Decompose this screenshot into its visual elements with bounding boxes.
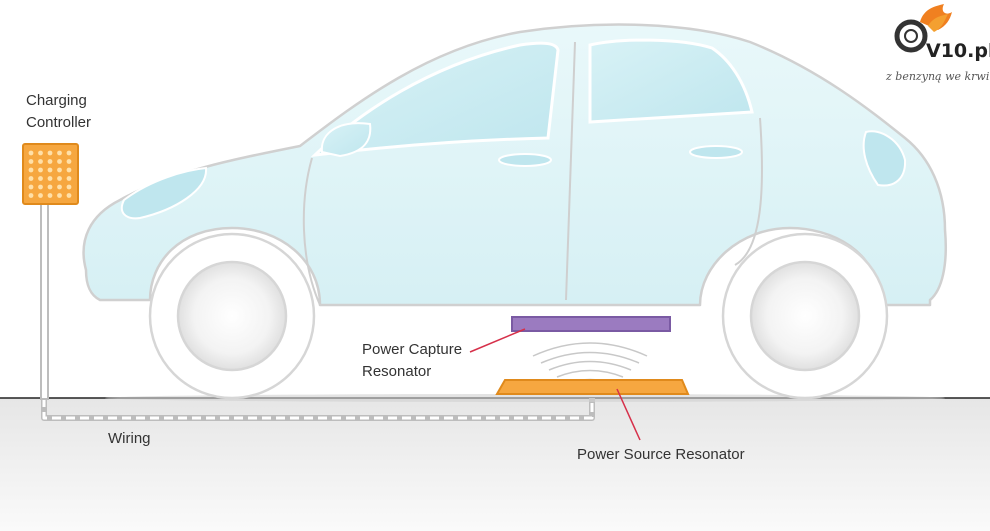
controller-led-dot [57, 150, 62, 156]
controller-led-dot [28, 150, 34, 156]
controller-led-dot [66, 167, 72, 173]
car [82, 23, 947, 402]
controller-led-dot [28, 193, 34, 198]
controller-led-dot [28, 167, 34, 173]
controller-led-dot [38, 167, 43, 173]
controller-led-dot [38, 193, 43, 198]
controller-led-dot [57, 193, 62, 198]
controller-led-dot [47, 159, 53, 164]
rear-door-handle [689, 145, 743, 159]
controller-led-dot [66, 159, 72, 164]
rear-window [588, 38, 754, 124]
rear-wheel [721, 232, 889, 400]
controller-led-dot [47, 167, 53, 173]
controller-led-dot [38, 150, 43, 156]
charging-controller-label-line1: Charging [26, 92, 87, 109]
controller-led-dot [47, 193, 53, 198]
power-capture-resonator [511, 316, 671, 332]
controller-led-dot [66, 184, 72, 190]
controller-led-dot [47, 150, 53, 156]
controller-led-dot [38, 176, 43, 181]
power-source-resonator [495, 379, 690, 395]
controller-led-dot [57, 184, 62, 190]
controller-led-dot [57, 176, 62, 181]
controller-led-dot [47, 184, 53, 190]
charging-controller-label-line2: Controller [26, 114, 92, 131]
power-source-label: Power Source Resonator [577, 446, 745, 463]
controller-led-dot [28, 159, 34, 164]
controller-led-dot [47, 176, 53, 181]
taillight [862, 130, 907, 187]
controller-led-dot [66, 176, 72, 181]
controller-led-dot [38, 184, 43, 190]
controller-led-dot [28, 176, 34, 181]
controller-led-dot [57, 167, 62, 173]
v10-logo-icon [894, 4, 952, 53]
front-door-handle [498, 153, 552, 167]
charging-controller-pole [40, 202, 49, 400]
wireless-waves [532, 342, 648, 385]
power-capture-callout-line [469, 328, 526, 353]
controller-led-dot [57, 159, 62, 164]
charging-controller [22, 143, 79, 205]
power-source-callout-line [616, 388, 641, 441]
power-capture-label-line1: Power Capture [362, 341, 463, 358]
front-window [310, 41, 560, 158]
controller-led-dot [66, 193, 72, 198]
side-mirror [320, 122, 372, 158]
front-wheel [148, 232, 316, 400]
headlight [120, 166, 208, 220]
wiring-label: Wiring [108, 430, 151, 447]
controller-led-dot [38, 159, 43, 164]
wiring [41, 398, 595, 421]
power-capture-label-line2: Resonator [362, 363, 432, 380]
controller-led-dot [28, 184, 34, 190]
controller-led-dot [66, 150, 72, 156]
logo-name: V10.pl [926, 40, 990, 62]
logo-tagline: z benzyną we krwi [886, 70, 990, 83]
